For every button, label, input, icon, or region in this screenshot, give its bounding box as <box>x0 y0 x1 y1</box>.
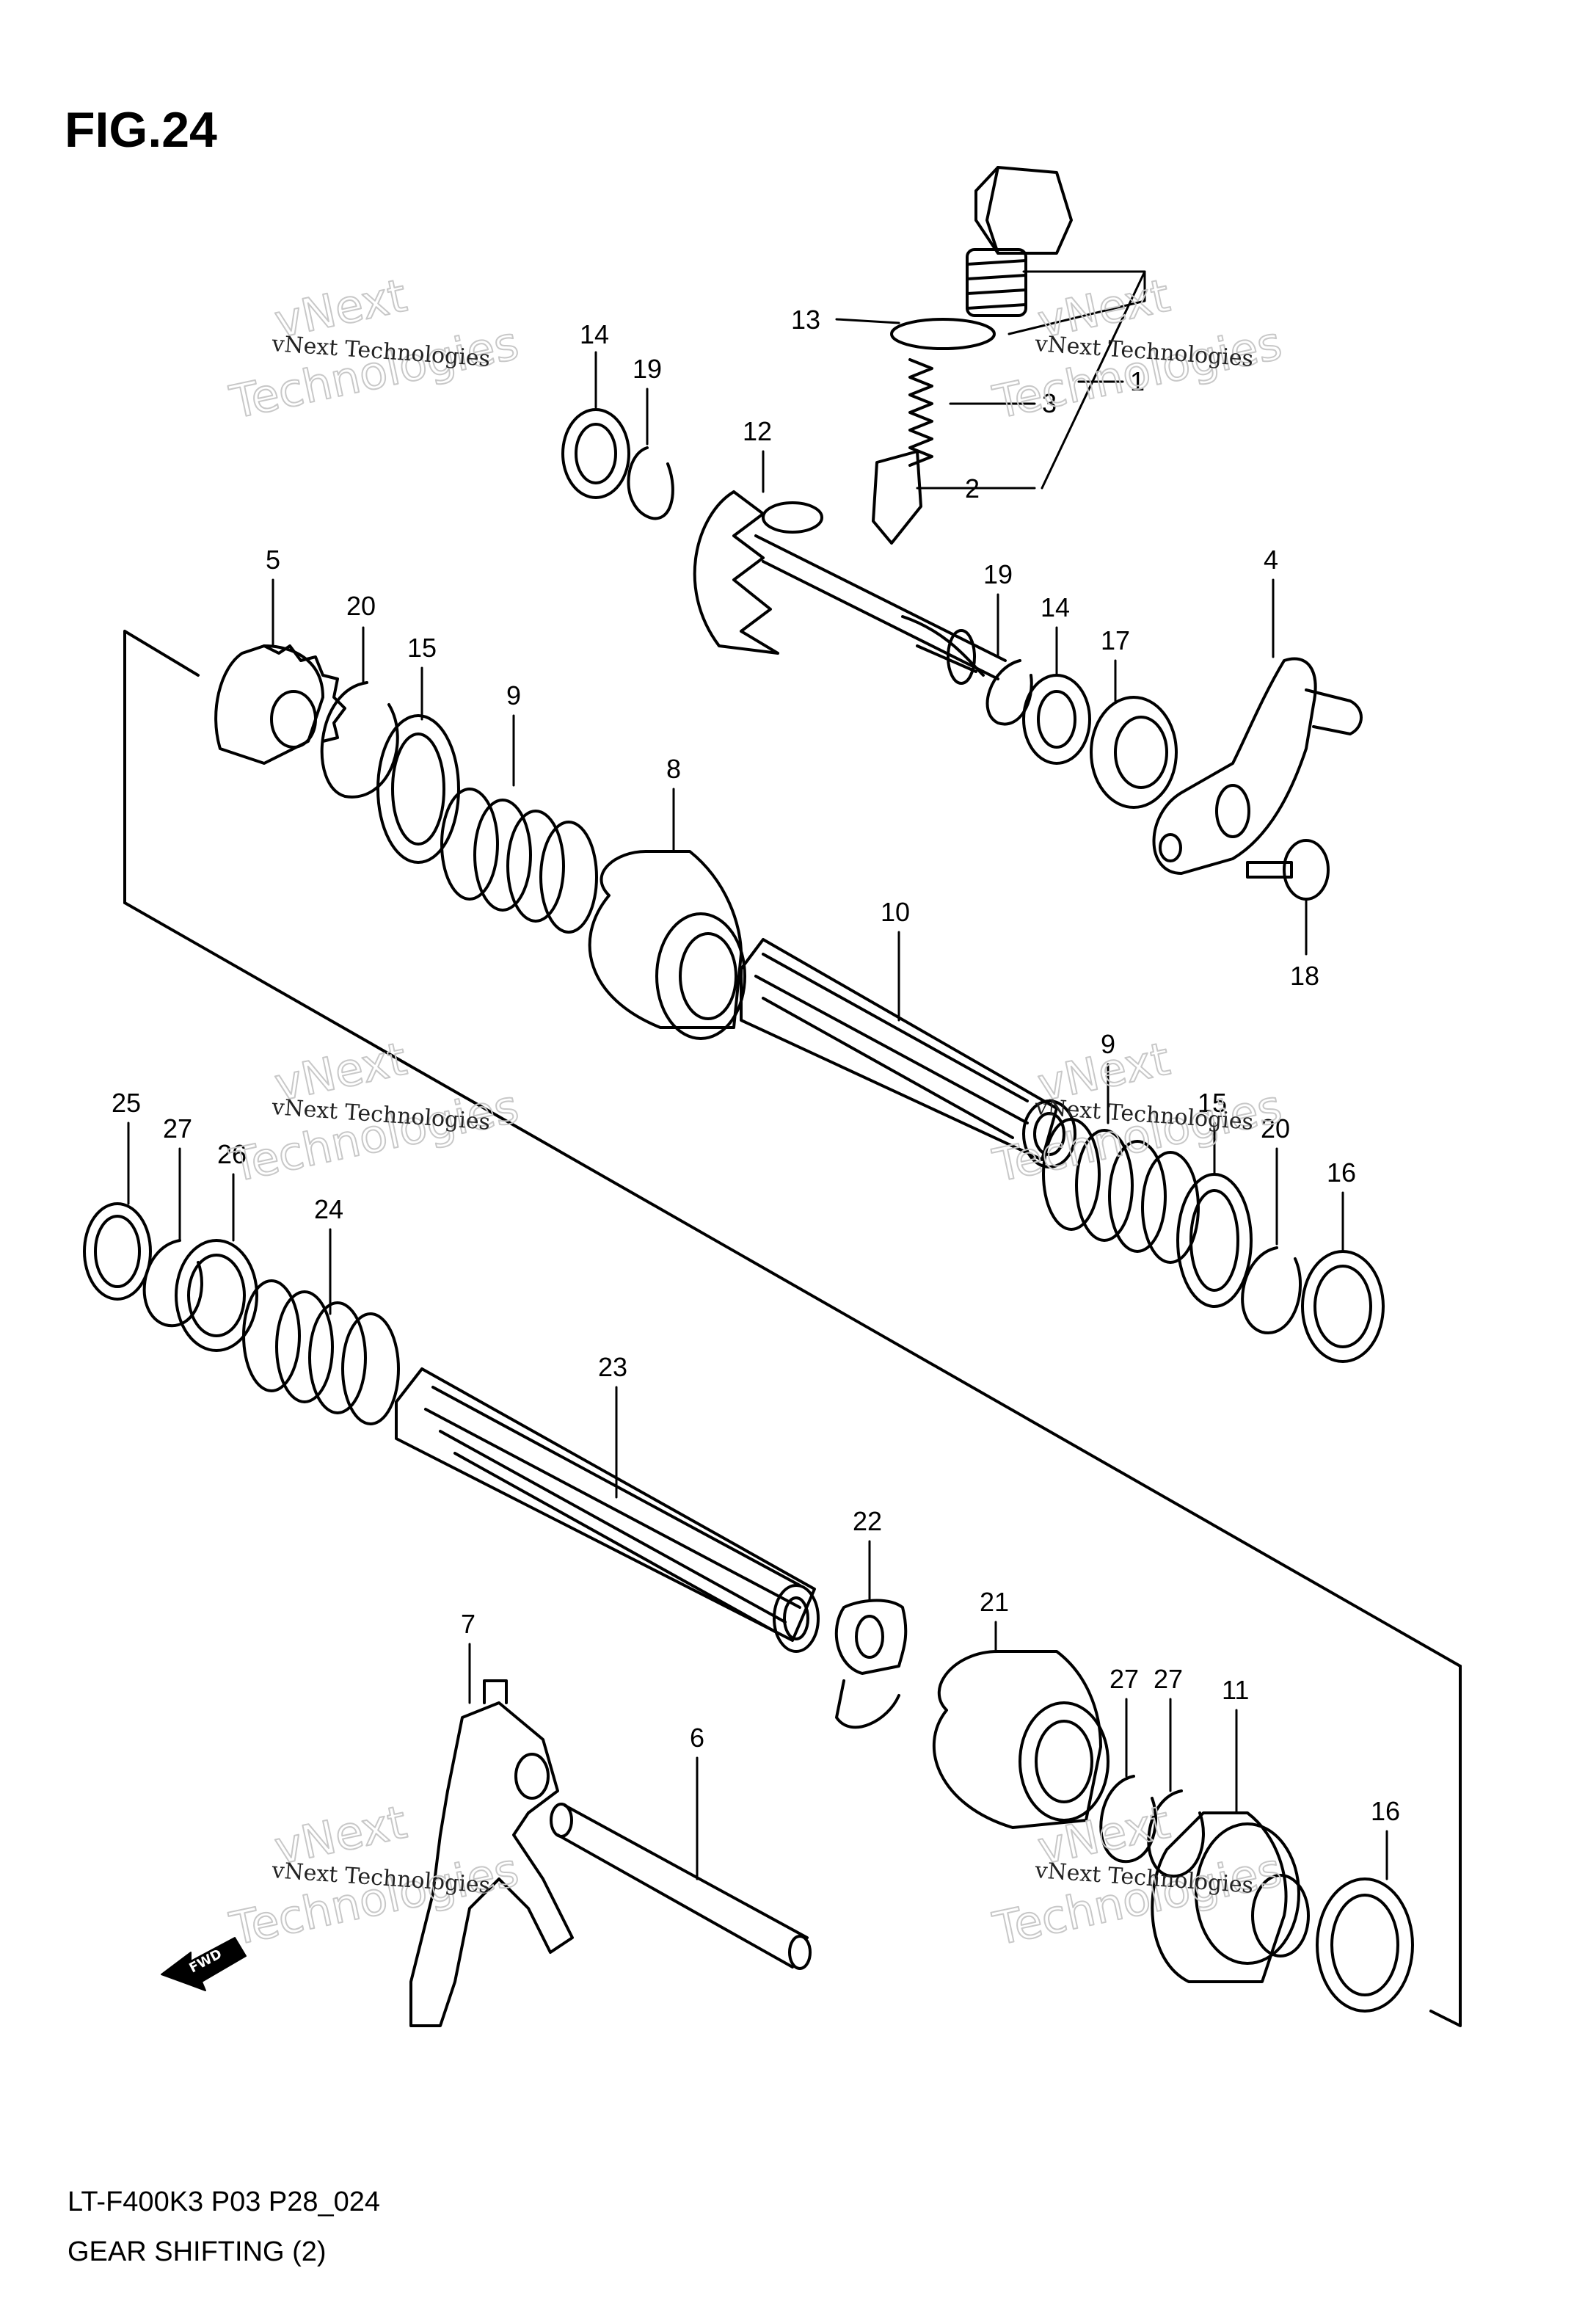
part-shift-arm-4 <box>1152 657 1363 875</box>
assembly-frame <box>123 630 1462 2027</box>
part-washer-13 <box>890 318 996 350</box>
callout-15: 15 <box>407 633 437 663</box>
part-spring-24 <box>242 1279 400 1425</box>
callout-23: 23 <box>598 1352 627 1382</box>
callout-10: 10 <box>881 897 910 927</box>
callout-5: 5 <box>266 545 280 575</box>
callout-1: 1 <box>1130 366 1145 396</box>
callout-27: 27 <box>1109 1664 1139 1694</box>
svg-text:Technologies: Technologies <box>225 1842 523 1955</box>
part-spring-3 <box>908 358 933 467</box>
part-washer-14b <box>1022 674 1091 765</box>
callout-17: 17 <box>1101 625 1130 655</box>
figure-title: FIG.24 <box>65 102 217 158</box>
part-bushing-11 <box>1151 1811 1310 1983</box>
leader-lines <box>127 270 1388 1880</box>
callout-13: 13 <box>791 305 820 335</box>
part-bolt-1 <box>966 166 1073 317</box>
callout-11: 11 <box>1222 1675 1249 1705</box>
callout-2: 2 <box>965 473 980 504</box>
part-washer-16b <box>1316 1877 1414 2013</box>
callout-20: 20 <box>346 591 376 621</box>
part-collar-21 <box>933 1650 1109 1829</box>
callout-6: 6 <box>690 1723 704 1753</box>
part-washer-15a <box>376 714 460 864</box>
part-shift-fork-7 <box>409 1679 574 2027</box>
watermark-top-right: vNext Technologies vNext Technologies <box>988 268 1287 430</box>
watermark-mid-right: vNext Technologies vNext Technologies <box>988 1031 1287 1193</box>
part-spring-9b <box>1042 1118 1200 1264</box>
part-shift-shaft-12 <box>693 490 1007 685</box>
part-circlip-27b <box>1099 1775 1157 1864</box>
svg-text:Technologies: Technologies <box>225 316 523 429</box>
callout-19: 19 <box>633 354 662 384</box>
part-circlip-20a <box>320 681 399 799</box>
callout-15: 15 <box>1198 1088 1227 1118</box>
callout-14: 14 <box>580 319 609 349</box>
callout-7: 7 <box>461 1609 475 1639</box>
svg-text:Technologies: Technologies <box>988 316 1286 429</box>
part-circlip-19b <box>985 659 1033 726</box>
part-circlip-19a <box>627 446 674 520</box>
callout-20: 20 <box>1261 1113 1290 1144</box>
callout-21: 21 <box>980 1587 1009 1617</box>
callout-27: 27 <box>1154 1664 1183 1694</box>
callout-22: 22 <box>853 1506 882 1536</box>
part-washer-26 <box>175 1239 258 1352</box>
callout-26: 26 <box>217 1139 247 1169</box>
part-shift-cam-10 <box>740 938 1076 1168</box>
part-bolt-18 <box>1246 839 1330 901</box>
callout-24: 24 <box>314 1194 343 1224</box>
callout-18: 18 <box>1290 961 1319 991</box>
part-washer-25 <box>83 1202 152 1301</box>
callout-12: 12 <box>743 416 772 446</box>
callout-14: 14 <box>1041 592 1070 622</box>
callout-9: 9 <box>506 680 521 710</box>
callout-9: 9 <box>1101 1029 1115 1059</box>
callout-16: 16 <box>1327 1157 1356 1188</box>
callout-3: 3 <box>1042 388 1057 418</box>
part-washer-14a <box>561 408 630 499</box>
part-shift-cam-23 <box>395 1367 820 1653</box>
callout-25: 25 <box>112 1088 141 1118</box>
watermark-bottom-right: vNext Technologies vNext Technologies <box>988 1795 1287 1957</box>
callout-8: 8 <box>666 754 681 784</box>
svg-text:Technologies: Technologies <box>225 1079 523 1192</box>
part-circlip-20b <box>1241 1246 1302 1335</box>
part-collar-8 <box>588 850 746 1040</box>
watermark-mid-left: vNext Technologies vNext Technologies <box>225 1031 524 1193</box>
callout-4: 4 <box>1264 545 1278 575</box>
part-spring-9a <box>440 788 598 934</box>
callout-27: 27 <box>163 1113 192 1144</box>
model-code: LT-F400K3 P03 P28_024 <box>68 2186 380 2217</box>
part-stopper-plate-22 <box>834 1599 908 1729</box>
watermark-bottom-left: vNext Technologies vNext Technologies <box>225 1795 524 1957</box>
part-circlip-27c <box>1147 1789 1205 1878</box>
frame-diagonal <box>123 901 1462 1668</box>
part-oil-seal-17 <box>1090 696 1178 809</box>
part-pin-2 <box>872 450 922 545</box>
callout-19: 19 <box>983 559 1013 589</box>
callout-16: 16 <box>1371 1796 1400 1826</box>
part-washer-15b <box>1176 1173 1253 1308</box>
figure-caption: GEAR SHIFTING (2) <box>68 2236 327 2267</box>
watermark-top-left: vNext Technologies vNext Technologies <box>225 268 524 430</box>
part-circlip-27a <box>142 1239 203 1328</box>
part-washer-16a <box>1301 1250 1385 1363</box>
part-fork-shaft-6 <box>550 1803 812 1970</box>
part-ratchet-5 <box>214 644 346 765</box>
fwd-arrow-icon: FWD <box>161 1937 247 1991</box>
